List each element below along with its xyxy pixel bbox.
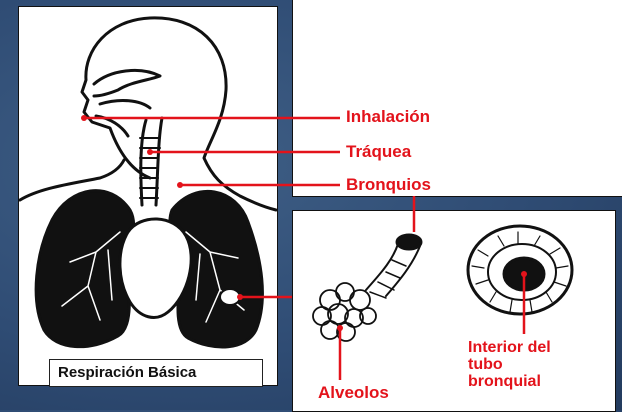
- label-bronchial-interior: Interior del tubo bronquial: [468, 340, 551, 390]
- trachea: [141, 120, 146, 205]
- bronchus-tube: [366, 244, 420, 296]
- label-inhalation: Inhalación: [346, 108, 430, 125]
- bronchus-opening: [397, 235, 421, 249]
- label-line-1: Interior del: [468, 340, 551, 357]
- alveoli-cluster: [313, 283, 376, 341]
- head-outline: [82, 18, 276, 210]
- label-line-3: bronquial: [468, 374, 551, 391]
- label-alveoli: Alveolos: [318, 384, 389, 401]
- label-line-2: tubo: [468, 357, 551, 374]
- nasal-cavity: [94, 70, 160, 96]
- label-bronchi: Bronquios: [346, 176, 431, 193]
- label-trachea: Tráquea: [346, 143, 411, 160]
